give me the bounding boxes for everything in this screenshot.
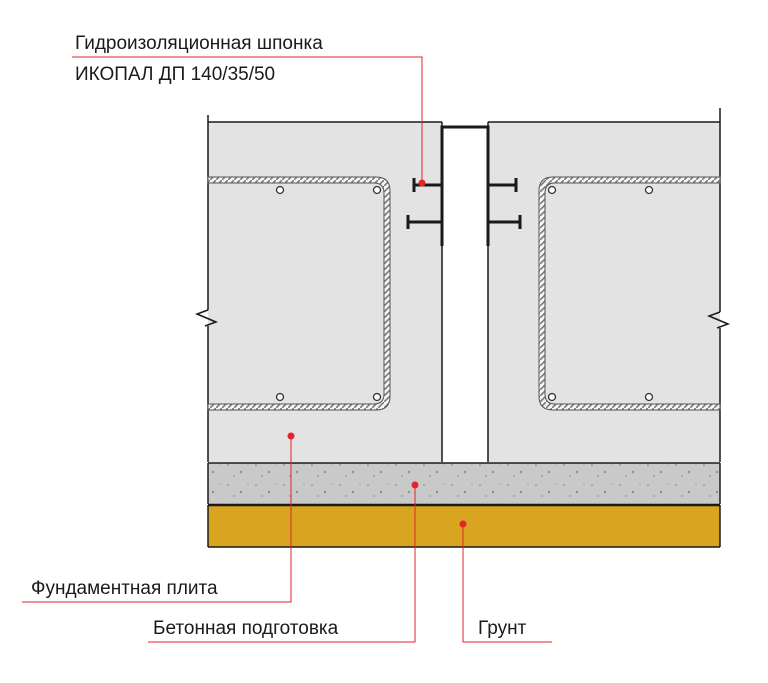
left-slab-body [208,122,442,462]
slab-label: Фундаментная плита [31,578,218,599]
left-break-mark [194,309,219,327]
right-slab-body [488,122,720,462]
leader-lines [22,56,552,643]
soil-marker [459,520,467,528]
soil-label: Грунт [478,618,527,639]
waterstop-marker [418,179,426,187]
right-rebar-cage [538,176,721,411]
concrete-prep-layer [207,462,721,504]
left-rebar-cage [207,176,391,411]
right-break-mark [706,311,731,329]
concrete-prep-marker [411,481,419,489]
slab-marker [287,432,295,440]
slab-leader [22,436,292,603]
concrete-prep-leader [148,485,416,643]
waterstop-profile [406,125,522,246]
waterstop-leader [72,56,423,183]
waterstop-label-line2: ИКОПАЛ ДП 140/35/50 [75,64,275,85]
soil-leader [462,524,552,643]
waterstop-label-line1: Гидроизоляционная шпонка [75,33,323,54]
concrete-prep-label: Бетонная подготовка [153,618,339,639]
